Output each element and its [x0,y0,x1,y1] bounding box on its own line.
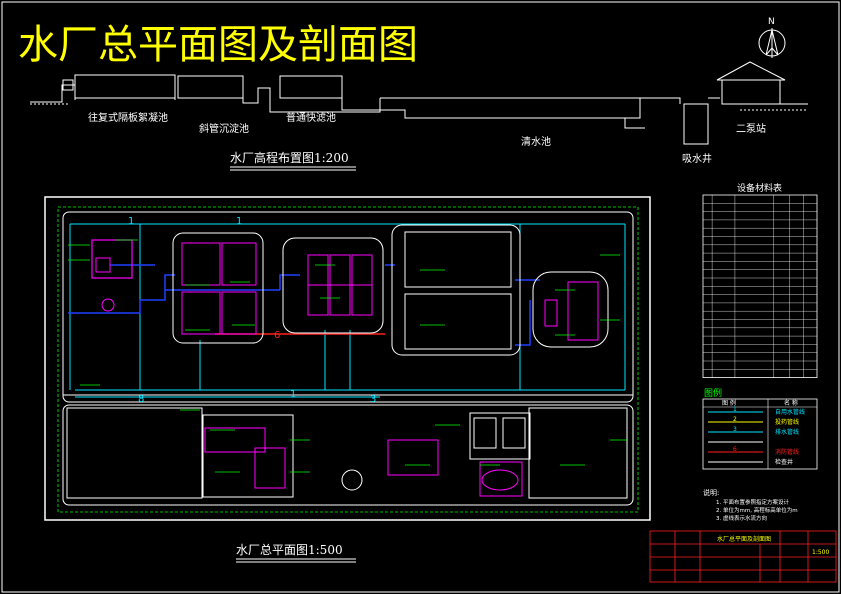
legend-col-symbol: 图 例 [722,399,736,407]
legend-table: 图 例 名 称 [702,398,818,470]
building-clearwell [391,224,521,356]
label-suction-well: 吸水井 [682,152,712,165]
pipe-label-1b: 1 [236,216,242,227]
plan-title: 水厂总平面图1:500 [236,543,343,557]
service-water-pipes [69,223,626,398]
legend-symbol-0: 1 [733,406,737,413]
materials-table-title: 设备材料表 [737,182,782,194]
legend-name-4: 消防管线 [775,448,799,456]
lower-buildings [66,407,628,499]
label-filter: 普通快滤池 [286,111,336,124]
label-pump-station: 二泵站 [736,122,766,135]
pipe-label-8: 8 [138,394,144,405]
title-block [649,530,837,583]
pipe-label-6: 6 [274,330,280,341]
legend-name-2: 排水管线 [775,428,799,436]
legend-symbol-2: 3 [733,426,737,433]
label-clearwell: 清水池 [521,135,551,148]
elevation-profile [30,61,808,145]
chlorine-room [473,417,526,449]
profile-title: 水厂高程布置图1:200 [230,150,349,165]
label-flocculation: 往复式隔板絮凝池 [88,111,168,124]
legend-name-5: 检查井 [775,458,793,466]
legend-title: 图例 [704,387,722,399]
title-block-project: 水厂总平面及剖面图 [717,535,771,543]
site-boundary [44,196,651,521]
green-belt [57,206,639,513]
materials-table [702,194,818,379]
site-plan: 1 1 1 3 8 6 [44,196,651,521]
building-flocculation [91,239,133,312]
notes-title: 说明: [703,488,719,497]
legend-symbol-1: 2 [733,416,737,423]
main-title: 水厂总平面图及剖面图 [18,22,418,68]
notes-line-3: 3. 虚线表示水流方向 [716,514,767,522]
notes-line-2: 2. 单位为mm, 高程标高单位为m [716,506,798,514]
legend-name-0: 自用水管线 [775,408,805,416]
legend-symbol-4: 6 [733,446,737,453]
north-label: N [768,17,775,27]
lower-buildings-inner [204,427,523,497]
title-block-scale: 1:500 [812,549,829,556]
notes-line-1: 1. 平面布置参照指定方案设计 [716,498,789,506]
building-filter [282,237,384,334]
legend-col-name: 名 称 [784,399,798,407]
pipe-label-1a: 1 [128,216,134,227]
building-sedimentation [172,232,264,344]
legend-name-1: 投药管线 [775,418,799,426]
pipe-label-3: 3 [370,394,376,405]
pipe-label-1c: 1 [290,389,296,400]
annotation-leaders [68,239,628,473]
elevation-labels: 往复式隔板絮凝池 斜管沉淀池 普通快滤池 清水池 吸水井 二泵站 [88,111,766,165]
building-pump-station [532,271,609,348]
label-sedimentation: 斜管沉淀池 [199,122,249,135]
north-arrow-icon: N [758,17,786,58]
